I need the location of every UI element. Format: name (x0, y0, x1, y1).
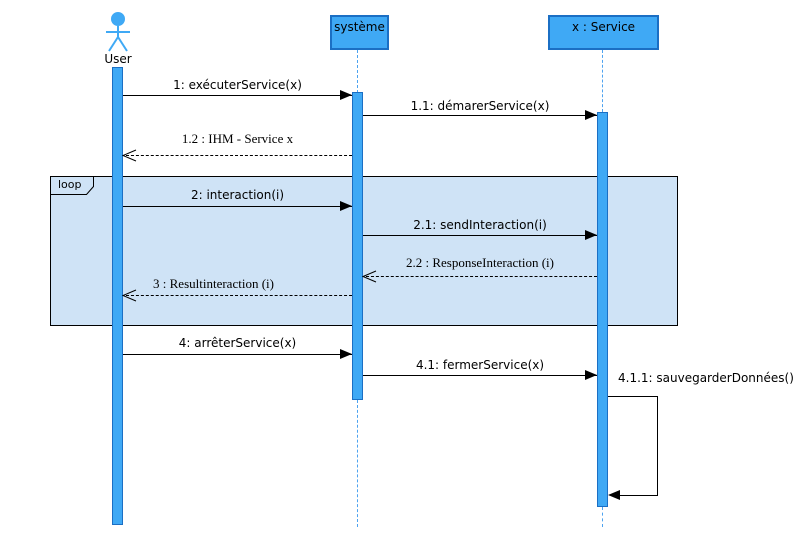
filled-arrowhead-icon (585, 110, 597, 120)
open-arrowhead-icon (362, 270, 377, 283)
message-2-1-line (363, 235, 597, 236)
message-1-2-label: 1.2 : IHM - Service x (181, 131, 294, 146)
message-2-2-label: 2.2 : ResponseInteraction (i) (405, 255, 554, 270)
message-2-2-line (366, 276, 597, 277)
open-arrowhead-icon (122, 149, 137, 162)
service-activation-bar (597, 112, 608, 507)
participant-service: x : Service (548, 15, 659, 50)
message-2-label: 2: interaction(i) (190, 188, 285, 202)
filled-arrowhead-icon (585, 370, 597, 380)
message-4-label: 4: arrêterService(x) (178, 336, 297, 350)
filled-arrowhead-icon (340, 90, 352, 100)
message-2-1-label: 2.1: sendInteraction(i) (413, 218, 547, 232)
loop-operator-pentagon (50, 176, 94, 195)
system-lifeline (357, 400, 358, 527)
self-message-top-line (608, 396, 658, 397)
message-1-1-line (363, 115, 597, 116)
loop-operator-label: loop (58, 178, 82, 191)
message-1-1-label: 1.1: démarerService(x) (410, 99, 550, 113)
message-1-2-line (126, 155, 352, 156)
system-lifeline (357, 50, 358, 93)
message-1-line (123, 95, 352, 96)
user-activation-bar (112, 67, 123, 525)
message-2-line (123, 206, 352, 207)
participant-system: système (330, 15, 389, 50)
filled-arrowhead-icon (608, 490, 620, 500)
loop-fragment-frame (50, 176, 678, 326)
service-lifeline (602, 507, 603, 527)
filled-arrowhead-icon (585, 230, 597, 240)
open-arrowhead-icon (122, 289, 137, 302)
message-3-label: 3 : Resultinteraction (i) (153, 276, 274, 291)
message-4-1-1-label: 4.1.1: sauvegarderDonnées() (618, 371, 794, 385)
self-message-right-line (657, 396, 658, 495)
filled-arrowhead-icon (340, 201, 352, 211)
actor-label: User (104, 52, 132, 66)
filled-arrowhead-icon (340, 349, 352, 359)
actor-icon (106, 12, 130, 52)
system-activation-bar (352, 92, 363, 400)
message-3-line (126, 295, 352, 296)
self-message-bottom-line (619, 495, 658, 496)
service-lifeline (602, 50, 603, 112)
message-4-1-line (363, 375, 597, 376)
message-4-1-label: 4.1: fermerService(x) (415, 358, 545, 372)
message-1-label: 1: exécuterService(x) (173, 78, 302, 92)
message-4-line (123, 354, 352, 355)
